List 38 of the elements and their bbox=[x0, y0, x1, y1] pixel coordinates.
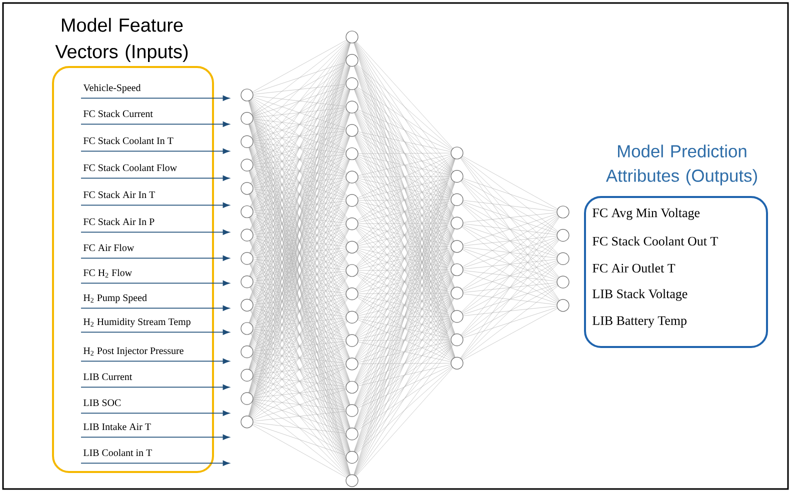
arrow bbox=[80, 175, 230, 181]
input-label: LIB Intake Air T bbox=[84, 423, 151, 430]
arrow bbox=[80, 96, 230, 101]
arrow bbox=[80, 384, 230, 390]
input-label: LIB SOC bbox=[84, 399, 121, 406]
output-label: FC Stack Coolant Out T bbox=[592, 236, 718, 246]
input-label: LIB Coolant in T bbox=[84, 449, 152, 456]
arrow bbox=[80, 358, 230, 364]
arrow bbox=[80, 410, 230, 416]
arrow bbox=[80, 305, 230, 311]
arrow bbox=[80, 329, 230, 335]
arrow bbox=[80, 202, 230, 208]
input-label: FC Stack Air In T bbox=[84, 191, 155, 198]
arrow bbox=[80, 255, 230, 261]
arrow bbox=[80, 229, 230, 235]
arrow bbox=[80, 148, 230, 154]
output-label: FC Air Outlet T bbox=[592, 263, 676, 273]
arrow bbox=[80, 280, 230, 286]
input-label: FC Stack Coolant In T bbox=[84, 137, 174, 144]
output-label: LIB Stack Voltage bbox=[592, 289, 688, 301]
input-label: Vehicle-Speed bbox=[83, 84, 141, 94]
input-label: H$_{2}$ Humidity Stream Temp bbox=[84, 318, 190, 328]
arrow bbox=[80, 434, 230, 440]
neural-network-drawing bbox=[240, 30, 570, 487]
input-label: H$_{2}$ Pump Speed bbox=[84, 294, 147, 304]
input-label: FC Stack Air In P bbox=[84, 218, 154, 226]
input-label: FC H$_{2}$ Flow bbox=[84, 269, 132, 278]
input-label: FC Stack Coolant Flow bbox=[84, 164, 177, 172]
heading: Model Feature Vectors (Inputs) bbox=[55, 18, 188, 62]
output-label: FC Avg Min Voltage bbox=[592, 208, 700, 220]
input-label: LIB Current bbox=[84, 373, 132, 380]
arrow bbox=[80, 460, 230, 466]
input-label: FC Air Flow bbox=[84, 244, 134, 252]
arrow bbox=[80, 122, 230, 127]
heading: Model Prediction Attributes (Outputs) bbox=[606, 144, 757, 186]
output-label: LIB Battery Temp bbox=[592, 316, 686, 328]
input-label: H$_{2}$ Post Injector Pressure bbox=[84, 347, 184, 356]
input-label: FC Stack Current bbox=[84, 110, 153, 118]
